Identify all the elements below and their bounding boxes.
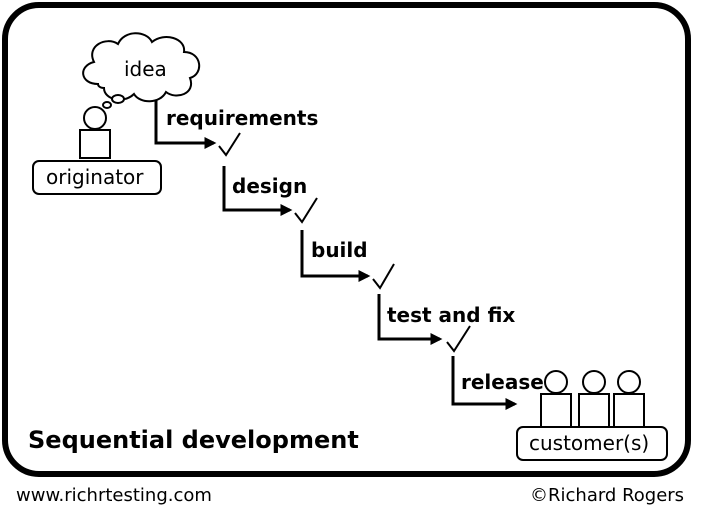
- website-link[interactable]: www.richrtesting.com: [16, 485, 212, 506]
- originator-box: [32, 160, 162, 195]
- originator-label: originator: [46, 165, 144, 189]
- diagram-title: Sequential development: [28, 426, 359, 454]
- customers-label: customer(s): [529, 431, 650, 455]
- design-arrow: [222, 166, 293, 216]
- copyright-text: ©Richard Rogers: [530, 485, 685, 506]
- build-checkmark-icon: [372, 263, 395, 290]
- step-design-label: design: [232, 174, 308, 198]
- design-checkmark-icon: [294, 197, 318, 224]
- requirements-arrow: [154, 100, 217, 149]
- requirements-checkmark-icon: [218, 132, 241, 157]
- diagram-frame: [2, 2, 691, 477]
- step-test-and-fix-label: test and fix: [387, 303, 516, 327]
- test-and-fix-checkmark-icon: [446, 325, 471, 353]
- step-release-label: release: [461, 370, 544, 394]
- step-requirements-label: requirements: [166, 106, 319, 130]
- customers-icon: [540, 370, 645, 429]
- release-arrow: [451, 356, 518, 410]
- thought-cloud-icon: [82, 32, 200, 109]
- customers-box: [516, 426, 668, 461]
- test-and-fix-arrow: [377, 294, 443, 345]
- step-build-label: build: [311, 238, 368, 262]
- idea-label: idea: [124, 57, 167, 81]
- build-arrow: [300, 230, 371, 282]
- person-icon: [79, 106, 111, 159]
